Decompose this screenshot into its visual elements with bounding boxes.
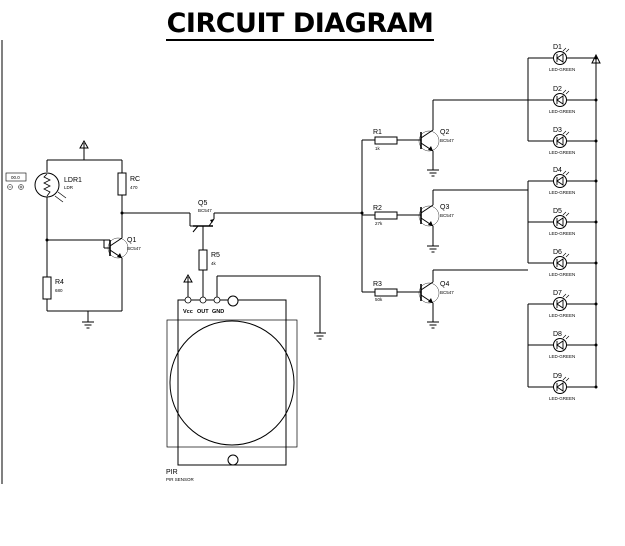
resistor-r4-ref: R4 — [55, 279, 64, 286]
transistor-q4-ref: Q4 — [440, 281, 449, 288]
resistor-rc — [117, 172, 127, 196]
transistor-q2-value: BC547 — [440, 138, 454, 143]
led-d3-value: LED-GREEN — [549, 150, 575, 155]
resistor-r1-value: 1k — [375, 146, 381, 151]
pir-pin-gnd: GND — [212, 309, 224, 315]
resistor-r2-ref: R2 — [373, 205, 382, 212]
ground-symbol-q3 — [427, 245, 439, 253]
led-d3-ref: D3 — [553, 127, 562, 134]
led-d2-ref: D2 — [553, 86, 562, 93]
pir-sensor — [166, 295, 298, 466]
transistor-q3-value: BC547 — [440, 213, 454, 218]
ldr-increase-icon[interactable] — [18, 184, 24, 190]
led-d1-ref: D1 — [553, 44, 562, 51]
transistor-q3-ref: Q3 — [440, 204, 449, 211]
ground-symbol-q4 — [427, 321, 439, 329]
led-d8-ref: D8 — [553, 331, 562, 338]
transistor-q5-value: BC547 — [198, 208, 212, 213]
resistor-r4 — [42, 276, 52, 300]
led-d2-value: LED-GREEN — [549, 109, 575, 114]
ground-symbol-q2 — [427, 169, 439, 177]
transistor-q4-value: BC547 — [440, 290, 454, 295]
resistor-r1 — [374, 136, 398, 145]
resistor-r5-value: 4k — [211, 261, 217, 266]
ground-symbol-pir — [314, 332, 326, 340]
ldr-display-value: 00.0 — [11, 175, 20, 180]
ldr-light-display: 00.0 — [5, 172, 27, 182]
led-d5-value: LED-GREEN — [549, 231, 575, 236]
led-array: D1LED-GREEND2LED-GREEND3LED-GREEND4LED-G… — [528, 44, 598, 401]
transistor-q1 — [107, 237, 129, 259]
resistor-r2 — [374, 211, 398, 220]
resistor-r3-value: 50k — [375, 297, 383, 302]
pir-pin-vcc: Vcc — [183, 309, 193, 315]
led-d9-ref: D9 — [553, 373, 562, 380]
led-d5-ref: D5 — [553, 208, 562, 215]
transistor-q3 — [418, 204, 440, 227]
transistor-q1-value: BC547 — [127, 246, 141, 251]
led-d7-value: LED-GREEN — [549, 313, 575, 318]
led-d9-value: LED-GREEN — [549, 396, 575, 401]
pir-ref-label: PIR — [166, 469, 178, 476]
resistor-r5-ref: R5 — [211, 252, 220, 259]
ldr-symbol — [34, 172, 67, 203]
transistor-q2-ref: Q2 — [440, 129, 449, 136]
led-d4-ref: D4 — [553, 167, 562, 174]
led-d7-ref: D7 — [553, 290, 562, 297]
transistor-q5 — [190, 218, 215, 233]
led-d4-value: LED-GREEN — [549, 190, 575, 195]
pir-value-label: PIR SENSOR — [166, 477, 195, 482]
resistor-r4-value: 680 — [55, 288, 63, 293]
led-d8-value: LED-GREEN — [549, 354, 575, 359]
resistor-rc-value: 470 — [130, 185, 138, 190]
led-vcc-symbol — [591, 53, 601, 64]
resistor-r2-value: 27k — [375, 221, 383, 226]
resistor-r3-ref: R3 — [373, 281, 382, 288]
resistor-rc-ref: RC — [130, 176, 140, 183]
resistor-r3 — [374, 288, 398, 297]
ldr-ref-label: LDR1 — [64, 177, 82, 184]
ldr-decrease-icon[interactable] — [7, 184, 13, 190]
resistor-r5 — [198, 249, 208, 271]
ldr-value-label: LDR — [64, 185, 74, 190]
transistor-q2 — [418, 129, 440, 152]
page-title: CIRCUIT DIAGRAM — [165, 8, 435, 41]
led-d6-ref: D6 — [553, 249, 562, 256]
pir-vcc-symbol — [183, 273, 193, 300]
led-d6-value: LED-GREEN — [549, 272, 575, 277]
pir-pin-out: OUT — [197, 309, 209, 315]
led-d1-value: LED-GREEN — [549, 67, 575, 72]
transistor-q4 — [418, 281, 440, 304]
transistor-q5-ref: Q5 — [198, 200, 207, 207]
transistor-q1-ref: Q1 — [127, 237, 136, 244]
vcc-symbol — [79, 139, 89, 160]
ground-symbol-left — [82, 311, 94, 329]
resistor-r1-ref: R1 — [373, 129, 382, 136]
